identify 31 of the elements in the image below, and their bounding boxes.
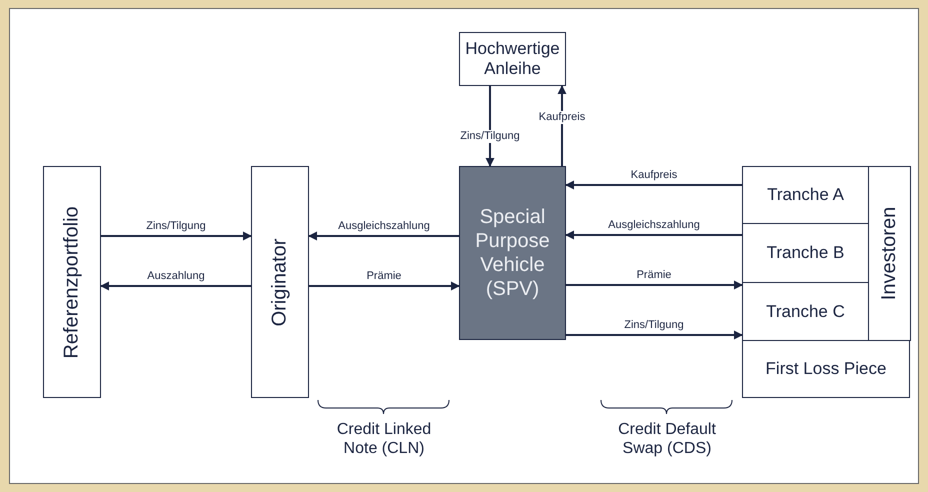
edge-label: Zins/Tilgung (144, 220, 208, 233)
edge-label: Ausgleichszahlung (336, 220, 432, 233)
node-label: First Loss Piece (766, 359, 886, 379)
edge-label: Auszahlung (145, 270, 207, 283)
node-label: Special Purpose Vehicle (SPV) (475, 205, 550, 301)
arrow (100, 282, 251, 290)
entity-box (43, 166, 101, 398)
edge-label: Zins/Tilgung (622, 319, 686, 332)
arrow (566, 280, 743, 290)
arrow (308, 232, 459, 240)
arrow (566, 330, 743, 340)
vehicle-box (459, 166, 566, 340)
node-label: Originator (268, 238, 292, 326)
node-label: Referenzportfolio (60, 206, 84, 358)
edge-label: Ausgleichszahlung (606, 219, 702, 232)
node-label: Tranche A (767, 185, 844, 205)
node-label: Tranche B (766, 243, 844, 263)
entity-box (251, 166, 309, 398)
arrow (565, 180, 742, 190)
entity-box (459, 32, 566, 86)
edge-label: Zins/Tilgung (458, 130, 522, 143)
edge-label: Kaufpreis (628, 169, 680, 182)
node-label: Tranche C (766, 302, 845, 322)
arrow (101, 232, 252, 240)
bracket-label: Credit Default Swap (CDS) (617, 420, 717, 458)
edge-label: Kaufpreis (536, 111, 588, 124)
node-label: Investoren (878, 206, 901, 300)
arrow (565, 230, 742, 240)
bracket-label: Credit Linked Note (CLN) (336, 420, 432, 458)
node-label: Hochwertige Anleihe (464, 39, 561, 79)
arrow (309, 282, 460, 290)
